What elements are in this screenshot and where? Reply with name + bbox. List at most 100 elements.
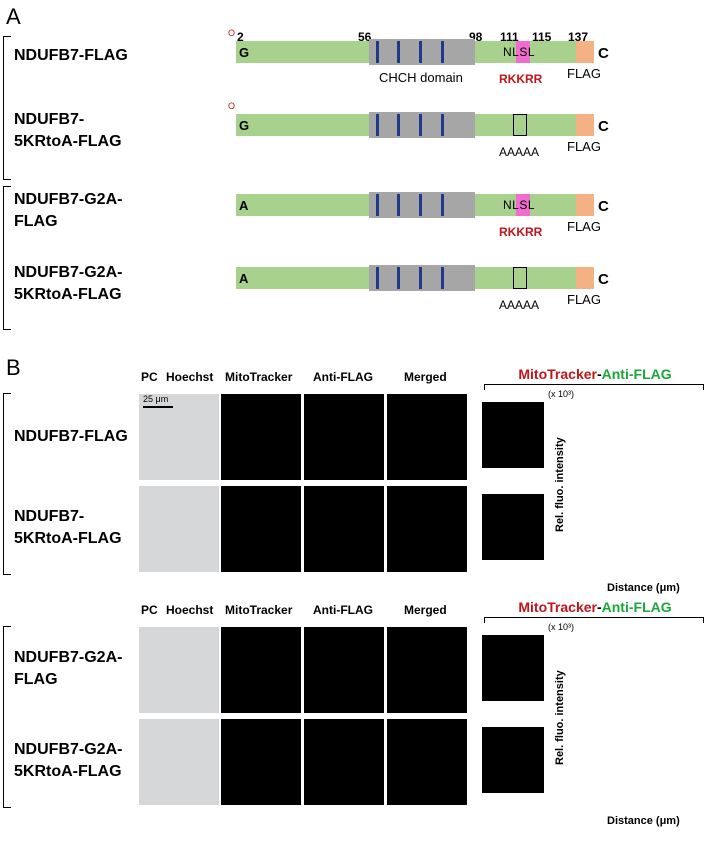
pc-hoechst-image xyxy=(139,719,219,805)
profile-title: MitoTracker-Anti-FLAG xyxy=(490,366,700,382)
sample-label: NDUFB7-G2A- FLAG xyxy=(14,647,122,691)
n-terminal-residue: A xyxy=(239,198,249,213)
profile-title-dash: - xyxy=(596,366,602,382)
flag-tag-block xyxy=(576,194,594,216)
mitotracker-image xyxy=(221,627,301,713)
nls-sequence: NLSL xyxy=(503,45,536,59)
cysteine-mark xyxy=(376,41,379,63)
pos-56: 56 xyxy=(358,30,372,44)
y-multiplier: (x 10³) xyxy=(548,622,575,632)
profile-title-green: Anti-FLAG xyxy=(601,599,672,615)
construct-label-line: 5KRtoA-FLAG xyxy=(14,286,122,303)
flag-tag-block xyxy=(576,114,594,136)
col-header-hoechst: Hoechst xyxy=(166,603,214,617)
sample-label: NDUFB7- 5KRtoA-FLAG xyxy=(14,506,122,550)
cysteine-mark xyxy=(376,194,379,216)
col-header-merged: Merged xyxy=(404,603,447,617)
pc-hoechst-image xyxy=(139,627,219,713)
col-header-pc: PC xyxy=(141,603,158,617)
sample-label-line: 5KRtoA-FLAG xyxy=(14,763,122,780)
profile-title: MitoTracker-Anti-FLAG xyxy=(490,599,700,615)
group-bracket xyxy=(3,626,11,808)
col-header-anti-flag: Anti-FLAG xyxy=(313,370,373,384)
pos-111: 111 xyxy=(500,30,519,44)
cysteine-mark xyxy=(441,267,444,289)
sample-label-line: FLAG xyxy=(14,671,58,688)
cysteine-mark xyxy=(441,194,444,216)
cysteine-mark xyxy=(376,267,379,289)
cysteine-mark xyxy=(419,41,422,63)
sample-label: NDUFB7-G2A- 5KRtoA-FLAG xyxy=(14,739,122,783)
zoom-inset-image xyxy=(482,402,544,468)
profile-title-red: MitoTracker xyxy=(518,366,597,382)
anti-flag-image xyxy=(304,719,384,805)
merged-image xyxy=(387,486,467,572)
sample-label-line: NDUFB7-G2A- xyxy=(14,741,123,758)
bracket-group-2 xyxy=(3,186,11,330)
cysteine-mark xyxy=(397,267,400,289)
pos-2: 2 xyxy=(237,30,244,44)
col-header-mitotracker: MitoTracker xyxy=(225,370,293,384)
zoom-inset-image xyxy=(482,727,544,793)
flag-tag-block xyxy=(576,267,594,289)
construct-label: NDUFB7-FLAG xyxy=(14,45,128,67)
zoom-inset-image xyxy=(482,635,544,701)
merged-image xyxy=(387,719,467,805)
c-terminus: C xyxy=(598,198,609,215)
group-bracket xyxy=(3,393,11,575)
pos-115: 115 xyxy=(532,30,552,44)
chch-domain-block xyxy=(369,265,475,291)
cysteine-mark xyxy=(419,267,422,289)
sample-label-line: NDUFB7-FLAG xyxy=(14,428,128,445)
c-terminus: C xyxy=(598,118,609,135)
cysteine-mark xyxy=(397,114,400,136)
profile-title-dash: - xyxy=(596,599,602,615)
sample-label-line: NDUFB7-G2A- xyxy=(14,649,123,666)
c-terminus: C xyxy=(598,271,609,288)
x-axis-label: Distance (μm) xyxy=(607,582,680,594)
n-terminal-residue: G xyxy=(239,45,250,60)
myristoyl-chain-icon xyxy=(186,36,236,64)
sample-label-line: NDUFB7- xyxy=(14,508,85,525)
mitotracker-image xyxy=(221,719,301,805)
anti-flag-image xyxy=(304,627,384,713)
construct-label-line: NDUFB7-FLAG xyxy=(14,47,128,64)
merged-image xyxy=(387,394,467,480)
mitotracker-image xyxy=(221,486,301,572)
sample-label-line: 5KRtoA-FLAG xyxy=(14,530,122,547)
flag-tag-block xyxy=(576,41,594,63)
profile-title-red: MitoTracker xyxy=(518,599,597,615)
y-multiplier: (x 10³) xyxy=(548,389,575,399)
nls-sequence: NLSL xyxy=(503,198,536,212)
nls-signal-sequence: RKKRR xyxy=(499,72,543,86)
col-header-mitotracker: MitoTracker xyxy=(225,603,293,617)
chch-domain-block xyxy=(369,39,475,65)
carbonyl-o: O xyxy=(228,28,236,38)
cysteine-mark xyxy=(441,41,444,63)
profile-bracket xyxy=(484,617,704,623)
construct-label-line: 5KRtoA-FLAG xyxy=(14,133,122,150)
cysteine-mark xyxy=(419,114,422,136)
construct-label-line: NDUFB7-G2A- xyxy=(14,191,123,208)
flag-label: FLAG xyxy=(567,66,601,81)
nls-signal-sequence: RKKRR xyxy=(499,225,543,239)
carbonyl-o: O xyxy=(228,101,236,111)
pos-137: 137 xyxy=(568,30,589,44)
nls-mutated-box xyxy=(513,114,527,136)
anti-flag-image xyxy=(304,486,384,572)
pc-hoechst-image xyxy=(139,486,219,572)
y-axis-label: Rel. fluo. intensity xyxy=(554,670,566,765)
flag-label: FLAG xyxy=(567,292,601,307)
y-axis-label: Rel. fluo. intensity xyxy=(554,437,566,532)
cysteine-mark xyxy=(397,41,400,63)
sample-label: NDUFB7-FLAG xyxy=(14,426,128,448)
mitotracker-image xyxy=(221,394,301,480)
flag-label: FLAG xyxy=(567,139,601,154)
construct-label-line: FLAG xyxy=(14,213,58,230)
x-axis-label: Distance (μm) xyxy=(607,815,680,827)
col-header-anti-flag: Anti-FLAG xyxy=(313,603,373,617)
cysteine-mark xyxy=(397,194,400,216)
panel-a-letter: A xyxy=(6,4,21,29)
construct-label-line: NDUFB7- xyxy=(14,111,85,128)
col-header-pc: PC xyxy=(141,370,158,384)
